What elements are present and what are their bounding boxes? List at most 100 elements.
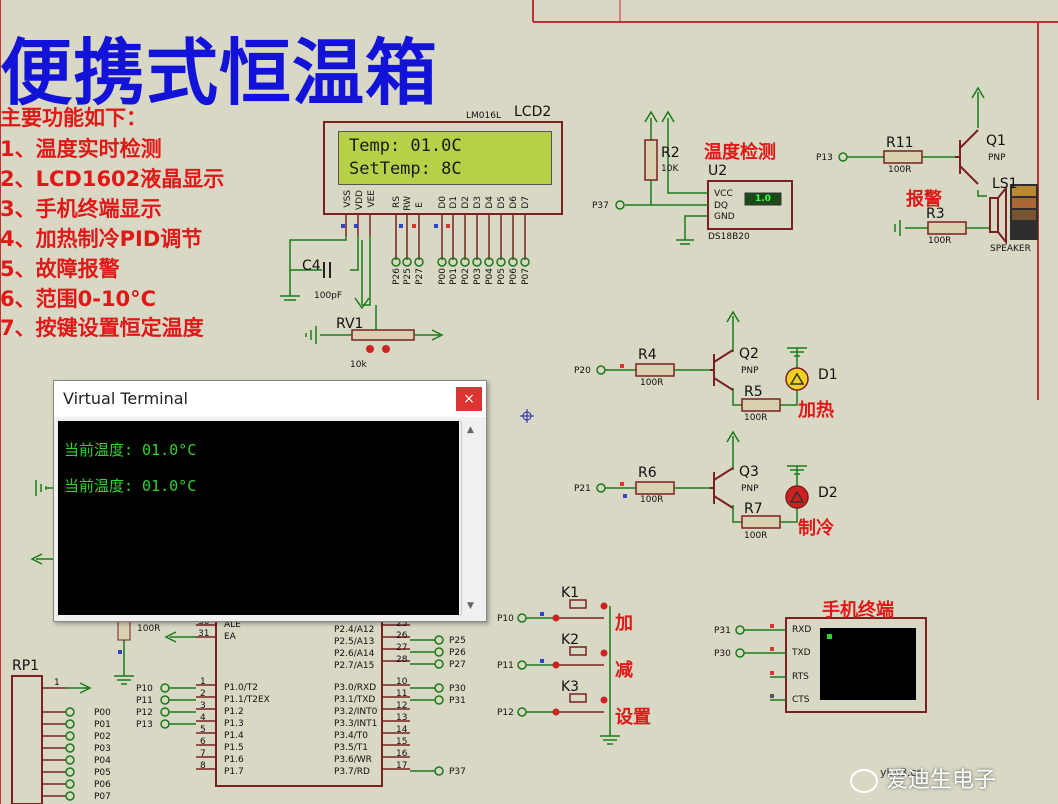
virtual-terminal-window[interactable]: Virtual Terminal × 当前温度: 01.0°C 当前温度: 01… (53, 380, 487, 622)
features-heading: 主要功能如下： (0, 106, 147, 130)
mcu-right-port: P30 (449, 684, 466, 694)
terminal-screen[interactable]: 当前温度: 01.0°C 当前温度: 01.0°C (58, 421, 459, 615)
terminal-line: 当前温度: 01.0°C (64, 441, 197, 459)
lcd-pin: E (415, 202, 425, 208)
lcd-pin: RW (403, 196, 413, 211)
speaker-icon (989, 197, 999, 233)
terminal-title: Virtual Terminal (63, 389, 188, 408)
rp1-port: P02 (94, 732, 111, 742)
mcu-pin-num: 11 (396, 689, 408, 699)
ds18b20-display (744, 192, 782, 206)
r3-value: 100R (928, 236, 952, 246)
r5-value: 100R (744, 413, 768, 423)
key-label: 减 (615, 660, 633, 681)
sensor-label: 温度检测 (704, 142, 776, 163)
key-ref: K1 (561, 585, 580, 601)
cooler-port: P21 (574, 484, 591, 494)
cooler-label: 制冷 (798, 518, 834, 539)
port-label: P04 (485, 268, 495, 285)
page-title: 便携式恒温箱 (0, 31, 439, 115)
mcu-pin-name: P3.0/RXD (334, 683, 377, 693)
rp1-port: P03 (94, 744, 111, 754)
watermark: 爱迪生电子 (850, 762, 996, 794)
mcu-pin-name: P2.4/A12 (334, 625, 375, 635)
mcu-pin-num: 31 (198, 629, 210, 639)
r5-ref: R5 (744, 384, 763, 400)
r2-value: 10K (661, 164, 679, 174)
mcu-pin-num: 7 (200, 749, 206, 759)
speaker-ref: LS1 (992, 176, 1018, 192)
mcu-pin-name: P1.6 (224, 755, 244, 765)
scroll-down-icon[interactable]: ▼ (467, 601, 474, 611)
rp1-port: P06 (94, 780, 111, 790)
sensor-pin: VCC (714, 189, 733, 199)
lcd-pin: RS (392, 196, 402, 208)
port-label: P27 (415, 268, 425, 285)
mcu-right-port: P31 (449, 696, 466, 706)
lcd-ref: LCD2 (514, 104, 552, 120)
rp1-port: P07 (94, 792, 111, 802)
mcu-right-port: P37 (449, 767, 466, 777)
rv1-value: 10k (350, 360, 367, 370)
r2-ref: R2 (661, 145, 680, 161)
mcu-pin-num: 6 (200, 737, 206, 747)
q2-type: PNP (741, 366, 759, 376)
mcu-pin-name: P1.1/T2EX (224, 695, 270, 705)
mcu-pin-name: P2.5/A13 (334, 637, 375, 647)
mcu-resistor-value: 100R (137, 624, 161, 634)
mcu-pin-num: 3 (200, 701, 206, 711)
r7-ref: R7 (744, 501, 763, 517)
lcd-pin: VEE (367, 190, 377, 208)
heater-port: P20 (574, 366, 591, 376)
port-label: P01 (449, 268, 459, 285)
mcu-pin-num: 5 (200, 725, 206, 735)
key-ref: K3 (561, 679, 580, 695)
r7-value: 100R (744, 531, 768, 541)
r11-ref: R11 (886, 135, 914, 151)
scroll-up-icon[interactable]: ▲ (467, 425, 474, 435)
lcd-pin: VDD (355, 190, 365, 211)
phone-pin: TXD (792, 648, 811, 658)
mcu-pin-num: 26 (396, 631, 408, 641)
close-button[interactable]: × (456, 387, 482, 411)
watermark-site: ybx8.cn (880, 766, 924, 779)
mcu-left-port: P13 (136, 720, 153, 730)
feature-item: 3、手机终端显示 (0, 197, 162, 221)
mcu-pin-name: P3.2/INT0 (334, 707, 378, 717)
mcu-pin-num: 8 (200, 761, 206, 771)
rv1-ref: RV1 (336, 316, 364, 332)
port-label: P00 (438, 268, 448, 285)
feature-item: 1、温度实时检测 (0, 137, 162, 161)
rp1-pin: 1 (54, 678, 60, 688)
port-label: P05 (497, 268, 507, 285)
d2-led (785, 485, 809, 509)
port-label: P26 (392, 268, 402, 285)
key-port: P11 (497, 661, 514, 671)
rp1-port: P01 (94, 720, 111, 730)
port-label: P06 (509, 268, 519, 285)
terminal-line: 当前温度: 01.0°C (64, 477, 197, 495)
mcu-pin-num: 10 (396, 677, 408, 687)
mcu-pin-name: ALE (224, 620, 241, 630)
terminal-scrollbar[interactable]: ▲ ▼ (461, 421, 482, 615)
feature-item: 6、范围0-10°C (0, 287, 157, 311)
mcu-pin-num: 16 (396, 749, 408, 759)
mcu-pin-num: 17 (396, 761, 408, 771)
r3-ref: R3 (926, 206, 945, 222)
terminal-titlebar[interactable]: Virtual Terminal × (54, 381, 486, 417)
r6-ref: R6 (638, 465, 657, 481)
mcu-pin-name: EA (224, 632, 236, 642)
q1-type: PNP (988, 153, 1006, 163)
phone-label: 手机终端 (822, 600, 894, 621)
lcd-model: LM016L (466, 111, 501, 121)
mcu-pin-num: 25 (396, 619, 408, 629)
phone-terminal-screen (820, 628, 916, 700)
mcu-left-port: P11 (136, 696, 153, 706)
feature-item: 2、LCD1602液晶显示 (0, 167, 225, 191)
alarm-label: 报警 (906, 189, 942, 210)
lcd-pin: VSS (343, 190, 353, 208)
mcu-pin-num: 27 (396, 643, 408, 653)
c4-ref: C4 (302, 258, 321, 274)
d1-led (785, 367, 809, 391)
mcu-pin-num: 30 (198, 617, 210, 627)
